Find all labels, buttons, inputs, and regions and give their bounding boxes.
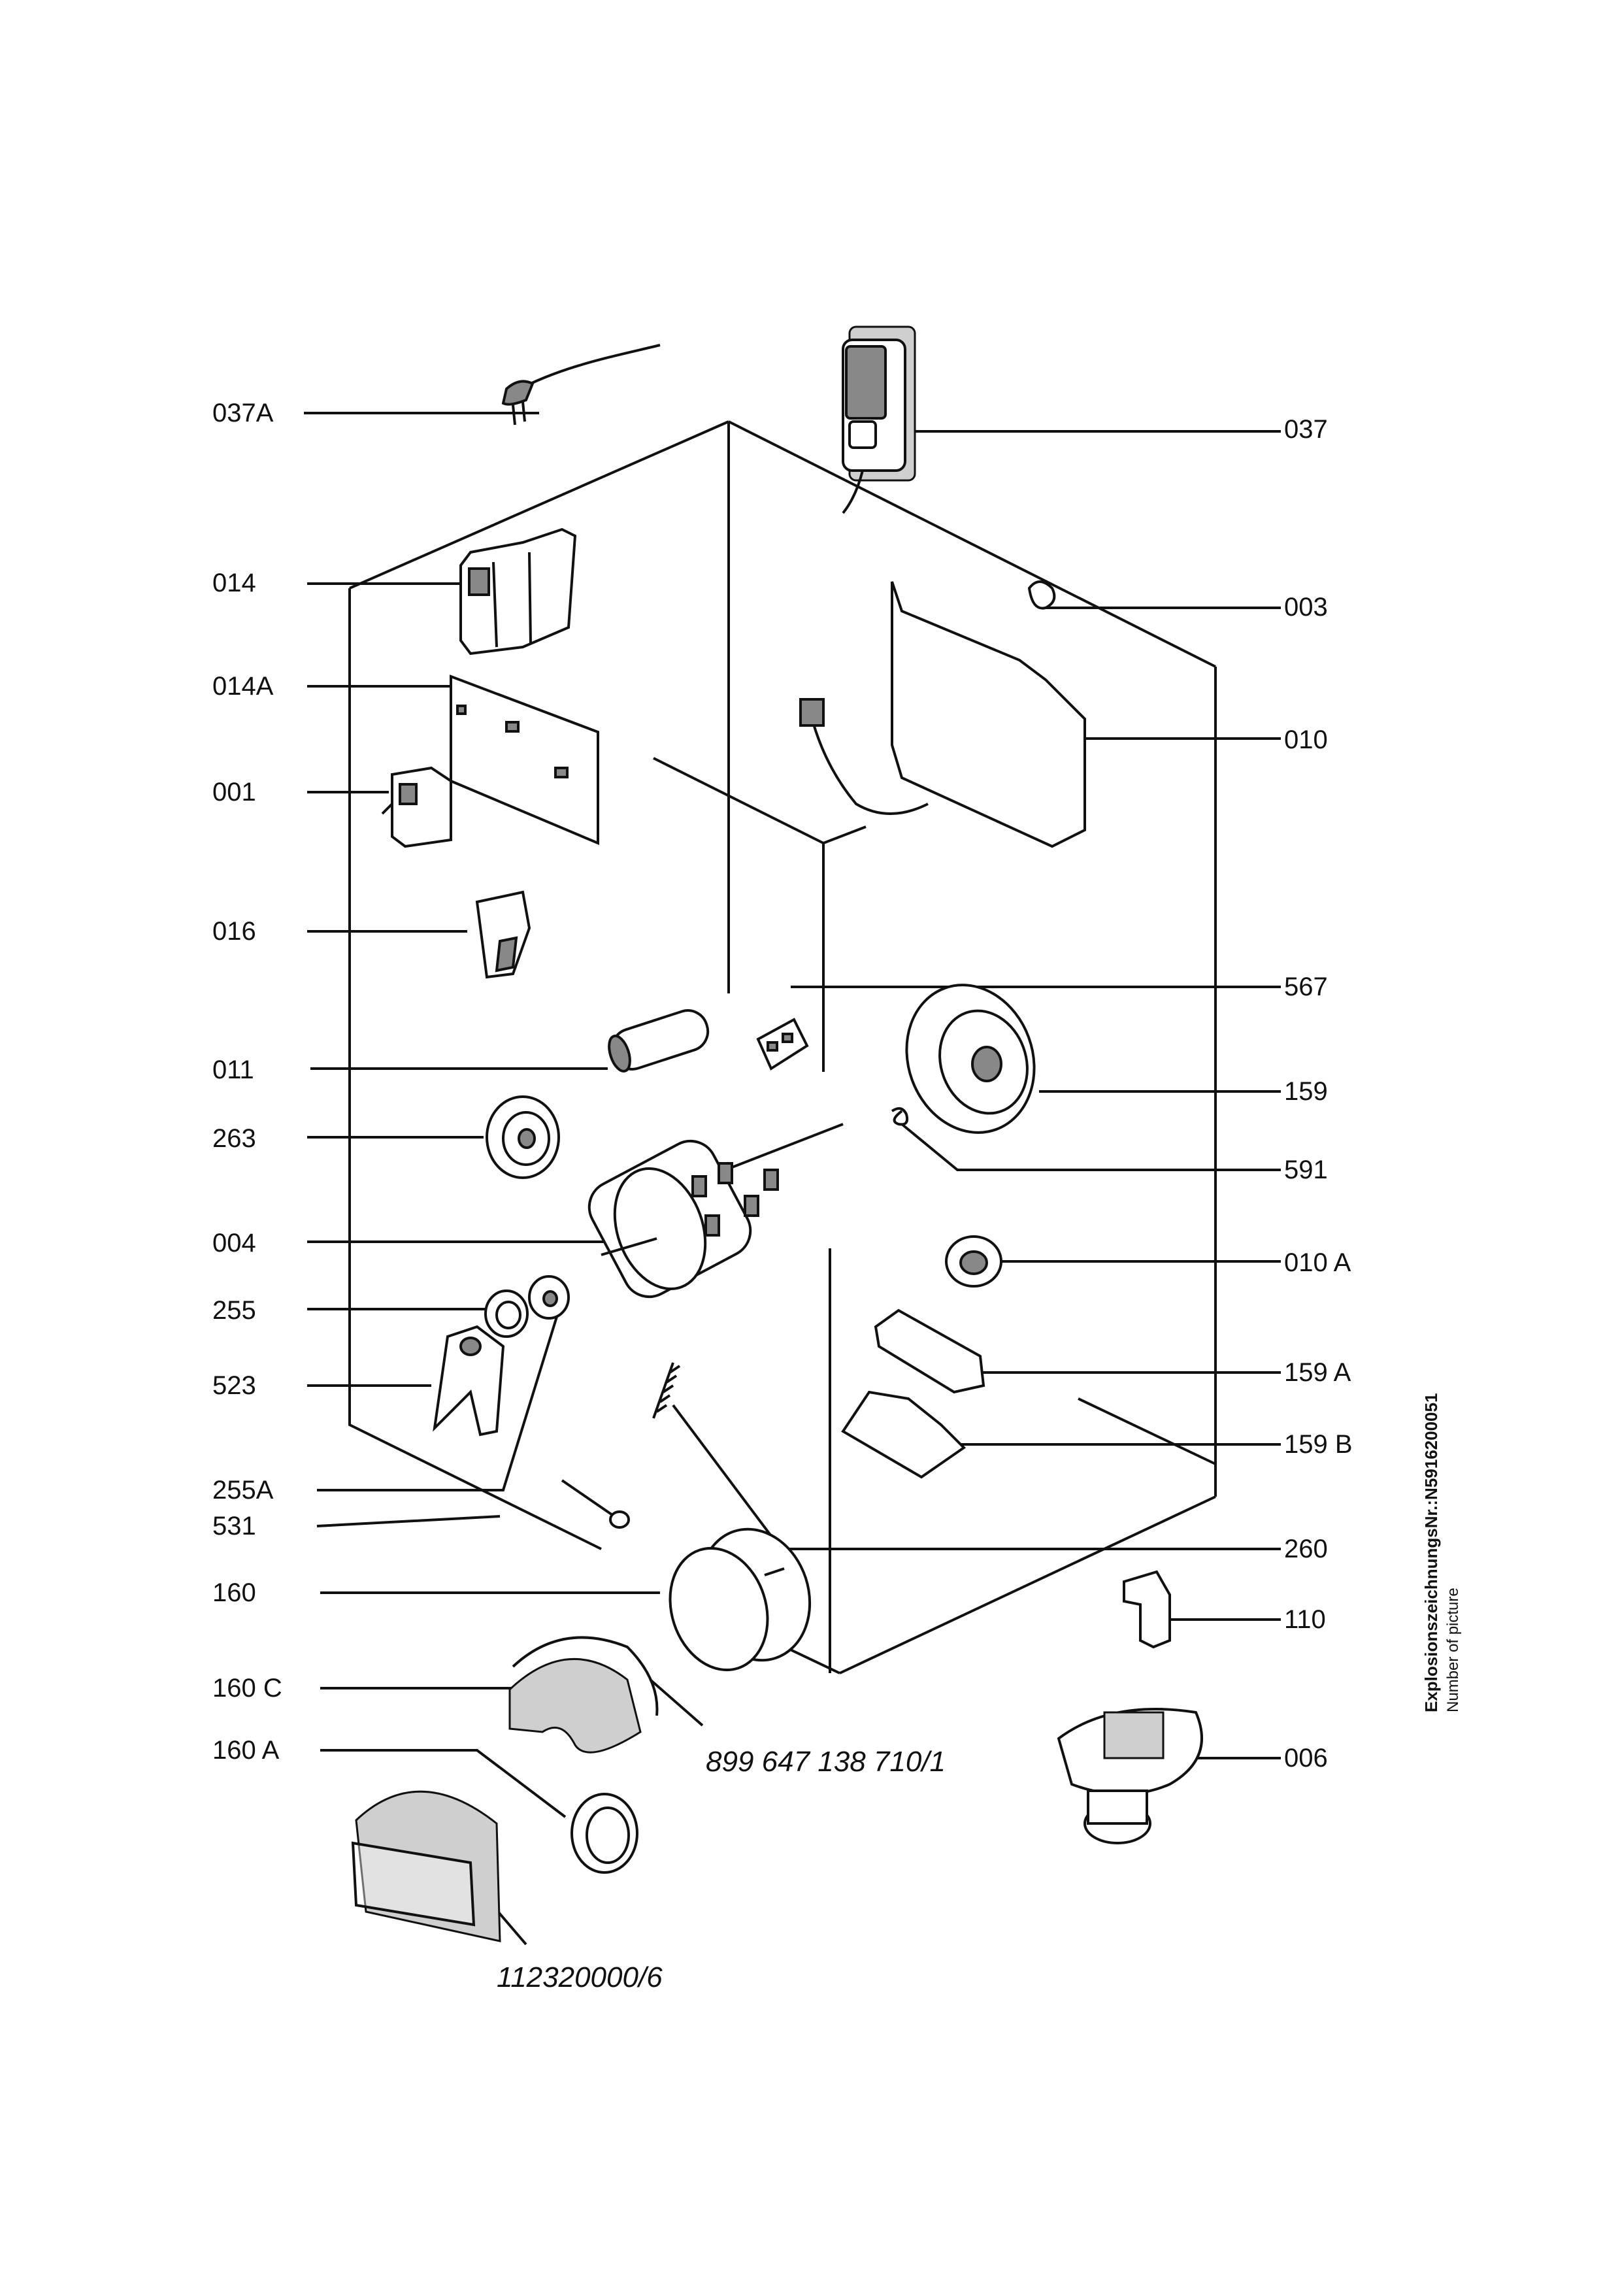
- part-labels: 037A 037 014 003 014A 010 001 016 567 01…: [212, 399, 1353, 1993]
- fan-wheel-160-icon: [669, 1527, 812, 1672]
- drawing-number: ExplosionszeichnungsNr.:N5916200051: [1421, 1393, 1441, 1712]
- label-260: 260: [1284, 1535, 1328, 1563]
- label-255A: 255A: [212, 1476, 274, 1505]
- drawing-number-caption: ExplosionszeichnungsNr.:N5916200051 Numb…: [1421, 1216, 1493, 1712]
- spring-591-icon: [891, 1107, 909, 1126]
- label-010: 010: [1284, 725, 1328, 754]
- clip-003-icon: [1027, 580, 1056, 610]
- cabinet-outline: [348, 420, 1217, 1674]
- label-255: 255: [212, 1296, 256, 1325]
- label-160: 160: [212, 1578, 256, 1607]
- label-160A: 160 A: [212, 1736, 280, 1765]
- drawing-code-label: 112320000/6: [497, 1961, 663, 1993]
- sensor-110-icon: [1123, 1570, 1171, 1649]
- label-001: 001: [212, 778, 256, 807]
- label-160C: 160 C: [212, 1674, 282, 1703]
- label-003: 003: [1284, 593, 1328, 622]
- label-006: 006: [1284, 1744, 1328, 1772]
- filter-160A-icon: [351, 1790, 501, 1942]
- label-591: 591: [1284, 1156, 1328, 1184]
- pump-006-icon: [1057, 1708, 1203, 1844]
- switch-001-icon: [381, 766, 452, 848]
- washer-255A-icon: [528, 1275, 570, 1320]
- screw-531-icon: [561, 1479, 630, 1529]
- transformer-037-icon: [842, 325, 916, 514]
- clamp-ring-icon: [570, 1793, 638, 1874]
- label-011: 011: [212, 1056, 254, 1084]
- bearing-255-icon: [484, 1289, 529, 1338]
- board-014A-icon: [450, 674, 599, 846]
- label-010A: 010 A: [1284, 1248, 1351, 1277]
- label-014A: 014A: [212, 672, 274, 701]
- label-110: 110: [1284, 1605, 1326, 1634]
- label-004: 004: [212, 1229, 256, 1257]
- label-037: 037: [1284, 415, 1328, 444]
- label-567: 567: [1284, 973, 1328, 1001]
- label-531: 531: [212, 1512, 256, 1540]
- motor-004-icon: [587, 1123, 844, 1299]
- label-159B: 159 B: [1284, 1430, 1353, 1459]
- leader-lines: [304, 412, 1281, 1946]
- label-523: 523: [212, 1371, 256, 1400]
- hose-010-icon: [799, 581, 1086, 848]
- connector-567-icon: [756, 1018, 809, 1071]
- bracket-523-icon: [433, 1325, 505, 1437]
- picture-number-caption: Number of picture: [1444, 1588, 1462, 1712]
- tensioner-159A-icon: [874, 1308, 985, 1394]
- label-159: 159: [1284, 1077, 1328, 1106]
- part-016-icon: [475, 890, 531, 979]
- label-159A: 159 A: [1284, 1358, 1351, 1387]
- pulley-263-icon: [486, 1095, 560, 1179]
- kit-code-label: 899 647 138 710/1: [706, 1746, 946, 1778]
- module-014-icon: [459, 527, 577, 656]
- label-014: 014: [212, 569, 256, 597]
- cover-160C-icon: [508, 1636, 659, 1754]
- spring-260-icon: [652, 1362, 681, 1419]
- arm-159B-icon: [841, 1390, 967, 1479]
- fan-159-icon: [905, 984, 1036, 1134]
- connector-010A-icon: [945, 1235, 1002, 1288]
- cable-037A-icon: [501, 344, 661, 425]
- capacitor-011-icon: [608, 1009, 710, 1073]
- label-037A: 037A: [212, 399, 274, 427]
- label-263: 263: [212, 1124, 256, 1153]
- label-016: 016: [212, 917, 256, 946]
